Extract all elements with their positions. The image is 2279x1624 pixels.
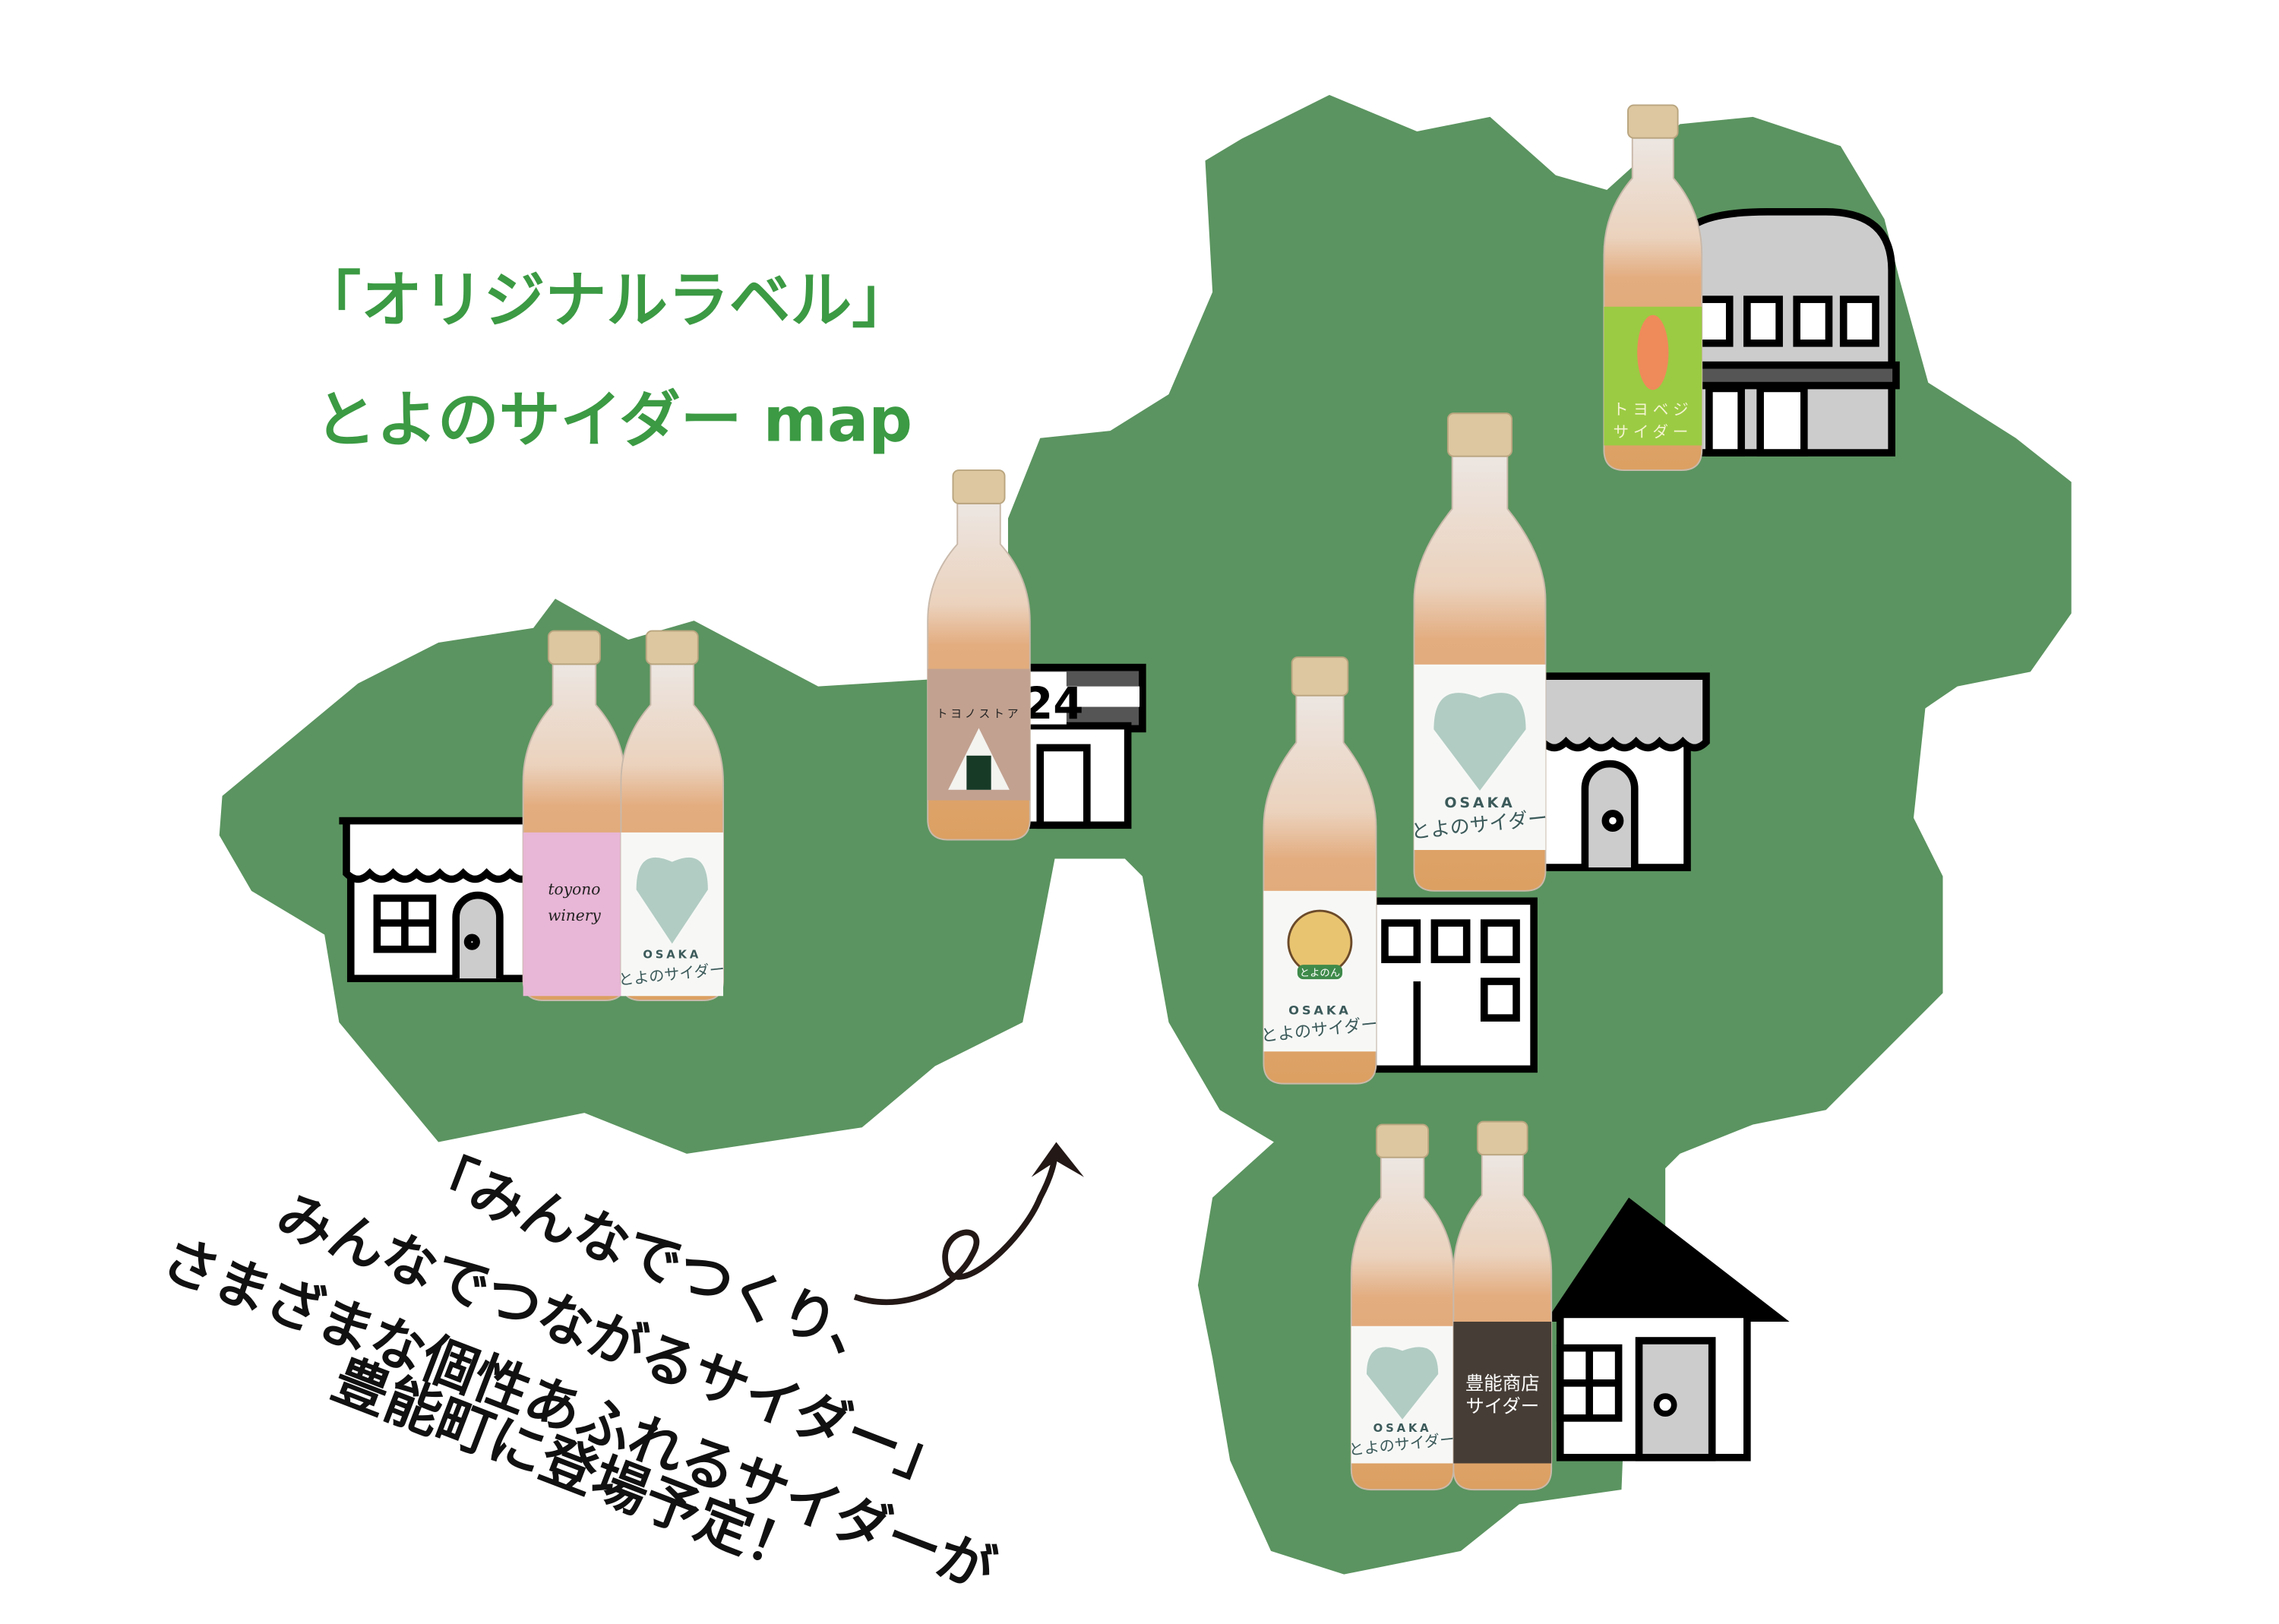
bottle-cap: [1627, 104, 1679, 139]
heart-logo-icon: [636, 857, 708, 944]
bottle-cap: [1376, 1123, 1430, 1158]
toyonon-mascot-icon: [1287, 909, 1353, 975]
bottle-label: [1453, 1322, 1552, 1464]
heart-logo-icon: [1433, 693, 1526, 791]
bottle-brand-text: OSAKA: [1288, 1003, 1351, 1018]
supermarket-building: [1676, 207, 1900, 457]
bottle-cap: [547, 630, 601, 665]
map-title-line2: とよのサイダー map: [315, 385, 913, 457]
slogan: 「みんなでつくり、 みんなでつながるサイダー」 さまざまな個性あふれるサイダーが…: [153, 1139, 1004, 1604]
heart-logo-icon: [1366, 1347, 1439, 1420]
curly-arrow-icon: [853, 1142, 1084, 1306]
convenience-store-building: 24: [1019, 663, 1146, 829]
bottles-layer: toyonowineryOSAKAとよのサイダートヨノストアトヨベジサイダーOS…: [522, 104, 1703, 1491]
carrot-icon: [1637, 314, 1669, 390]
shop-building-left: [339, 817, 537, 982]
bottle-brand-text: OSAKA: [643, 949, 701, 962]
office-building: [1369, 897, 1538, 1073]
toyonon-badge-text: とよのん: [1300, 967, 1340, 979]
toyonon-badge: [1297, 965, 1343, 980]
bottle-cap: [1477, 1120, 1528, 1156]
bottle-name-text: toyono: [548, 880, 600, 899]
nori-seaweed: [966, 755, 991, 790]
bottle-name-text: トヨノストア: [937, 708, 1022, 721]
bottle-toyono-store: トヨノストア: [927, 469, 1031, 841]
shop-building-right: [1516, 672, 1710, 871]
bottle-name-text: サイダー: [1465, 1395, 1539, 1417]
house-building: [1545, 1197, 1790, 1461]
bottle-cap: [952, 469, 1006, 504]
bottle-label: [523, 832, 626, 997]
bottle-brand-text: OSAKA: [1373, 1422, 1432, 1435]
bottle-cap: [1291, 656, 1349, 697]
bottle-cap: [645, 630, 699, 665]
bottle-name-text: 豊能商店: [1465, 1373, 1540, 1395]
bottle-name-text: winery: [548, 906, 601, 924]
map-title-line1: 「オリジナルラベル」: [299, 265, 913, 336]
bottle-cap: [1446, 412, 1513, 457]
bottle-name-text: トヨベジ: [1613, 400, 1693, 419]
bottle-brand-text: OSAKA: [1444, 795, 1515, 811]
store-24-sign: 24: [1023, 678, 1083, 729]
bottle-toyono-winery: toyono winery: [522, 630, 627, 1001]
bottle-name-text: サイダー: [1613, 422, 1693, 441]
